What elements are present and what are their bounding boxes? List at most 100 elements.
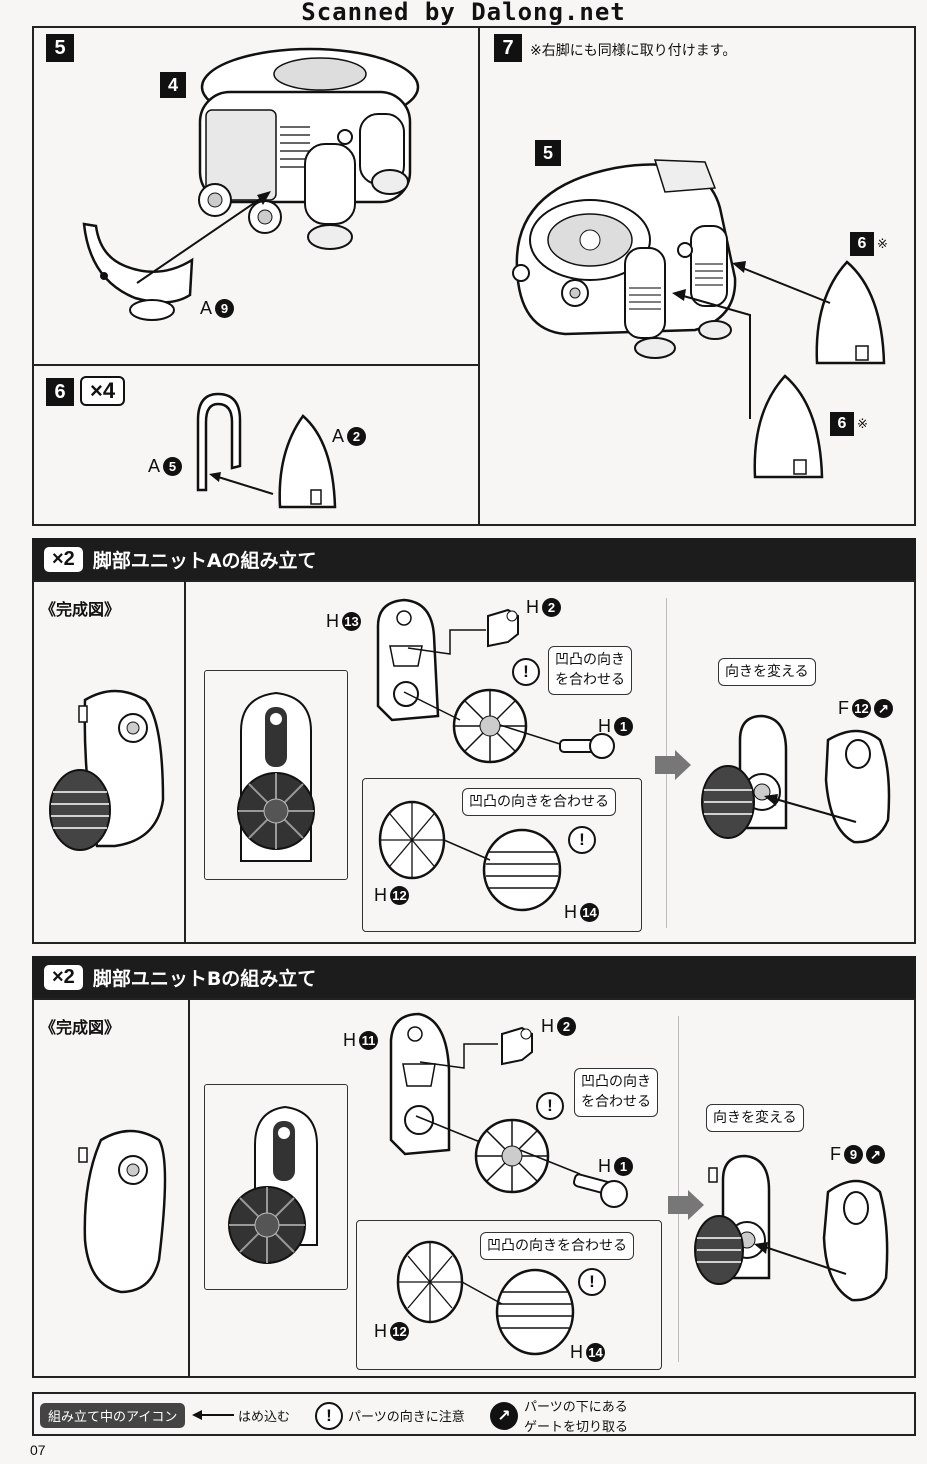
pin-b-illustration [572, 1173, 628, 1208]
step5-number: 5 [46, 34, 74, 62]
leg-frame-a-illustration [376, 598, 440, 722]
step7-upper-mark: ※ [877, 236, 888, 251]
step7-arrows [672, 261, 831, 419]
f-cover-b-letter: F [830, 1144, 841, 1164]
h-pin-b-number: 1 [614, 1157, 633, 1176]
step5-part-label: A 9 [200, 298, 235, 319]
section-b-callout3: 向きを変える [706, 1104, 804, 1133]
step7-lower-label: 6 ※ [830, 412, 868, 436]
cover-a-illustration [824, 729, 891, 844]
caution-icon: ! [315, 1402, 343, 1430]
shell-cap-lower-illustration [753, 374, 824, 479]
watermark: Scanned by Dalong.net [301, 0, 626, 26]
icon-legend [32, 1392, 916, 1436]
step7-upper-num: 6 [850, 232, 874, 256]
step7-panel [478, 26, 916, 526]
legend-insert: はめ込む [238, 1410, 291, 1425]
armor-frame-illustration [196, 392, 242, 492]
step7-note: ※右脚にも同様に取り付けます。 [530, 43, 737, 59]
f-cover-a-letter: F [838, 698, 849, 718]
h-wheel2-b-letter: H [570, 1342, 583, 1362]
section-a-title: 脚部ユニットAの組み立て [92, 549, 317, 572]
section-a-caution-icon2: ! [568, 826, 596, 854]
gate-cut-icon-b: ↗ [866, 1145, 885, 1164]
step6-number: 6 [46, 378, 74, 406]
h-clip-b-letter: H [541, 1016, 554, 1036]
wheel-a-pair-illustration [378, 800, 562, 912]
step5-part-letter: A [200, 298, 213, 318]
section-a-h-wheel2: H 14 [564, 902, 599, 923]
section-b-multiplier: ×2 [44, 964, 83, 990]
section-b-next-arrow [668, 1190, 704, 1220]
h-wheel1-b-number: 12 [390, 1322, 409, 1341]
shell-cap-illustration-step6 [278, 414, 337, 509]
step5-ref: 4 [160, 72, 186, 98]
h-pin-b-letter: H [598, 1156, 611, 1176]
section-a-header: ×2 脚部ユニットAの組み立て [32, 538, 916, 580]
section-a-divider [184, 580, 186, 944]
wheel-a-illustration [452, 688, 528, 764]
legend-gate-line1: パーツの下にある [524, 1400, 628, 1415]
h-wheel1-a-letter: H [374, 885, 387, 905]
section-a-cover-arrow [764, 794, 857, 823]
pin-a-illustration [559, 733, 615, 759]
section-a-h-pin: H 1 [598, 716, 633, 737]
section-b-cover-arrow [754, 1242, 847, 1275]
section-a-callout2: 凹凸の向きを合わせる [462, 788, 616, 817]
leg-frame-b-illustration [389, 1012, 451, 1156]
section-a-caution-icon: ! [512, 658, 540, 686]
h-wheel2-a-letter: H [564, 902, 577, 922]
h-wheel2-a-number: 14 [580, 903, 599, 922]
section-b-h-wheel2: H 14 [570, 1342, 605, 1363]
shell-cap-upper-illustration [815, 260, 886, 365]
section-b-body [32, 998, 916, 1378]
section-b-callout2: 凹凸の向きを合わせる [480, 1232, 634, 1261]
section-b-completed-label: 《完成図》 [40, 1018, 121, 1037]
section-a-connectors [403, 629, 561, 745]
clip-part-b-illustration [501, 1026, 533, 1066]
visor-part-illustration [82, 222, 194, 321]
section-b-header: ×2 脚部ユニットBの組み立て [32, 956, 916, 998]
robot-body-illustration-step5 [198, 47, 420, 250]
section-a-h-clip: H 2 [526, 597, 561, 618]
section-b-h-frame: H 11 [343, 1030, 378, 1051]
h-frame-b-number: 11 [359, 1031, 378, 1050]
step5-arrow [136, 191, 271, 284]
f-cover-a-number: 12 [852, 699, 871, 718]
section-b-detail-box [204, 1084, 348, 1290]
step6-multiplier: ×4 [80, 376, 126, 406]
section-b-connectors [415, 1043, 581, 1175]
leg-unit-a-completed [49, 689, 165, 851]
h-frame-a-letter: H [326, 611, 339, 631]
step6-part2-letter: A [332, 426, 345, 446]
step6-arrow [209, 472, 274, 495]
step6-part2-number: 2 [347, 427, 367, 446]
legend-gate-line2: ゲートを切り取る [524, 1420, 629, 1435]
gate-cut-icon-a: ↗ [874, 699, 893, 718]
step6-part1-letter: A [148, 456, 161, 476]
gate-cut-icon: ↗ [490, 1402, 518, 1430]
step6-part2-label: A 2 [332, 426, 367, 447]
wheel-b-illustration [474, 1118, 550, 1194]
h-wheel2-b-number: 14 [586, 1343, 605, 1362]
step7-lower-num: 6 [830, 412, 854, 436]
detail-b-illustration [228, 1105, 318, 1264]
insert-arrow-icon [192, 1410, 234, 1420]
section-b-sep [678, 1016, 679, 1362]
page-number: 07 [30, 1442, 46, 1458]
h-clip-b-number: 2 [557, 1017, 576, 1036]
section-b-h-wheel1: H 12 [374, 1321, 409, 1342]
clip-part-a-illustration [487, 608, 519, 648]
section-a-completed-label: 《完成図》 [40, 600, 121, 619]
section-a-h-frame: H 13 [326, 611, 361, 632]
section-b-caution-icon: ! [536, 1092, 564, 1120]
step6-part1-number: 5 [163, 457, 183, 476]
section-b-divider [188, 998, 190, 1378]
section-a-callout3: 向きを変える [718, 658, 816, 687]
h-pin-a-letter: H [598, 716, 611, 736]
step6-part1-label: A 5 [148, 456, 183, 477]
section-a-multiplier: ×2 [44, 546, 83, 572]
cover-b-illustration [822, 1179, 889, 1302]
step7-lower-mark: ※ [857, 416, 868, 431]
section-b-h-clip: H 2 [541, 1016, 576, 1037]
